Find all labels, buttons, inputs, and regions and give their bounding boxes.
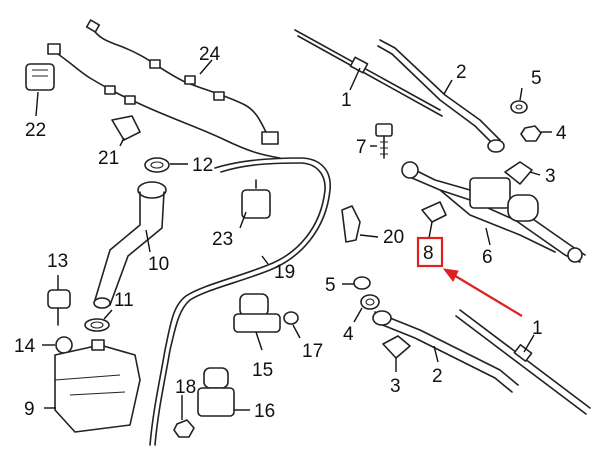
- callout-4-upper: 4: [556, 123, 567, 144]
- highlight-box: [416, 236, 444, 268]
- wiper-blade-upper: [294, 29, 443, 117]
- callout-14: 14: [14, 336, 36, 357]
- callout-13: 13: [47, 251, 68, 272]
- callout-12: 12: [192, 155, 213, 176]
- callout-6: 6: [482, 247, 493, 268]
- grommet-17: [283, 311, 299, 325]
- callout-17: 17: [302, 341, 323, 362]
- callout-7: 7: [356, 137, 367, 158]
- cap-14: [55, 336, 73, 354]
- filler-neck: [93, 181, 167, 309]
- callout-9: 9: [24, 399, 35, 420]
- callout-11: 11: [114, 290, 134, 311]
- callout-2-upper: 2: [456, 62, 467, 83]
- callout-4-lower: 4: [343, 324, 354, 345]
- callout-5-lower: 5: [325, 275, 336, 296]
- callout-15: 15: [252, 360, 273, 381]
- washer-reservoir: [54, 339, 141, 433]
- wiper-arm-upper: [377, 39, 505, 153]
- lower-small-parts: [353, 276, 411, 359]
- callout-1-lower: 1: [532, 318, 543, 339]
- callout-24: 24: [199, 44, 221, 65]
- connector-22: [25, 63, 55, 91]
- bolt: [375, 123, 393, 159]
- washer-pump-16: [197, 367, 235, 417]
- bracket-part-8: [421, 201, 447, 223]
- callout-8: 8: [423, 243, 434, 264]
- callout-10: 10: [148, 254, 169, 275]
- highlight-arrow: [442, 268, 523, 317]
- wiper-linkage: [401, 161, 586, 263]
- wiper-blade-lower: [455, 309, 591, 415]
- callout-23: 23: [212, 229, 233, 250]
- callout-16: 16: [254, 401, 275, 422]
- callout-22: 22: [25, 120, 46, 141]
- callout-2-lower: 2: [432, 366, 443, 387]
- grommet-12: [144, 157, 170, 173]
- washer-hose: [149, 157, 331, 446]
- callout-3-lower: 3: [390, 376, 401, 397]
- upper-small-parts: [504, 100, 542, 185]
- callout-1-upper: 1: [341, 90, 352, 111]
- nut-18: [173, 419, 195, 438]
- leader-lines: [35, 59, 552, 420]
- wiper-arm-lower: [372, 310, 519, 393]
- callout-5-upper: 5: [531, 68, 542, 89]
- washer-pump-15: [233, 293, 281, 333]
- wiring-harness: [47, 19, 281, 159]
- callout-labels: 1 2 5 4 3 7 6 20 8 24 22 21 12 10 23 19 …: [14, 44, 567, 422]
- seal-11: [84, 318, 110, 332]
- callout-18: 18: [175, 377, 196, 398]
- washer-nozzle: [341, 205, 361, 243]
- callout-19: 19: [274, 262, 295, 283]
- clip-21: [111, 115, 141, 141]
- callout-21: 21: [98, 148, 119, 169]
- callout-20: 20: [383, 227, 404, 248]
- callout-3-upper: 3: [545, 166, 556, 187]
- sensor-23: [241, 179, 271, 219]
- level-sensor-13: [47, 289, 71, 326]
